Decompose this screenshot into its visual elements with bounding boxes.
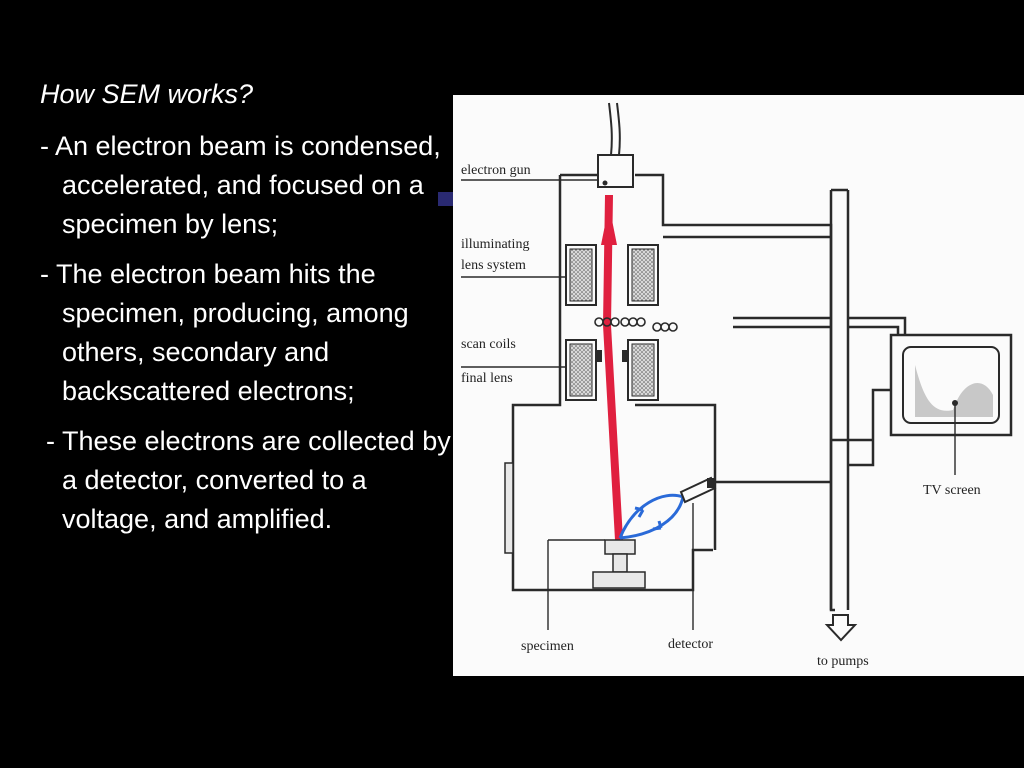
tv-screen <box>889 333 1013 437</box>
label-lens-system: lens system <box>461 258 526 273</box>
leader-lines <box>461 179 956 630</box>
label-to-pumps: to pumps <box>817 654 869 669</box>
electron-beam-upper <box>601 205 617 245</box>
pumps-arrow <box>824 614 858 642</box>
final-lens <box>565 339 659 401</box>
illuminating-lens <box>565 244 659 306</box>
bullet-beam-condensed: - An electron beam is condensed, acceler… <box>40 131 441 239</box>
electron-gun <box>597 102 634 188</box>
detector <box>679 476 717 504</box>
label-final-lens: final lens <box>461 371 513 386</box>
chamber-flange <box>504 462 514 554</box>
sem-diagram: electron gun illuminating lens system sc… <box>453 95 1024 676</box>
bullet-beam-hits: - The electron beam hits the specimen, p… <box>40 259 409 406</box>
column-body <box>511 173 907 612</box>
scan-coils <box>594 317 678 332</box>
slide-title: How SEM works? <box>40 79 254 109</box>
label-tv-screen: TV screen <box>923 483 981 498</box>
label-specimen: specimen <box>521 639 574 654</box>
label-detector: detector <box>668 637 713 652</box>
label-illuminating: illuminating <box>461 237 529 252</box>
slide-text: How SEM works? - An electron beam is con… <box>40 78 460 550</box>
electron-beam <box>603 195 623 540</box>
bullet-electrons-collected: - These electrons are collected by a det… <box>46 426 451 534</box>
electron-paths <box>618 493 685 540</box>
label-scan-coils: scan coils <box>461 337 516 352</box>
specimen-stage <box>592 539 646 589</box>
label-electron-gun: electron gun <box>461 163 531 178</box>
